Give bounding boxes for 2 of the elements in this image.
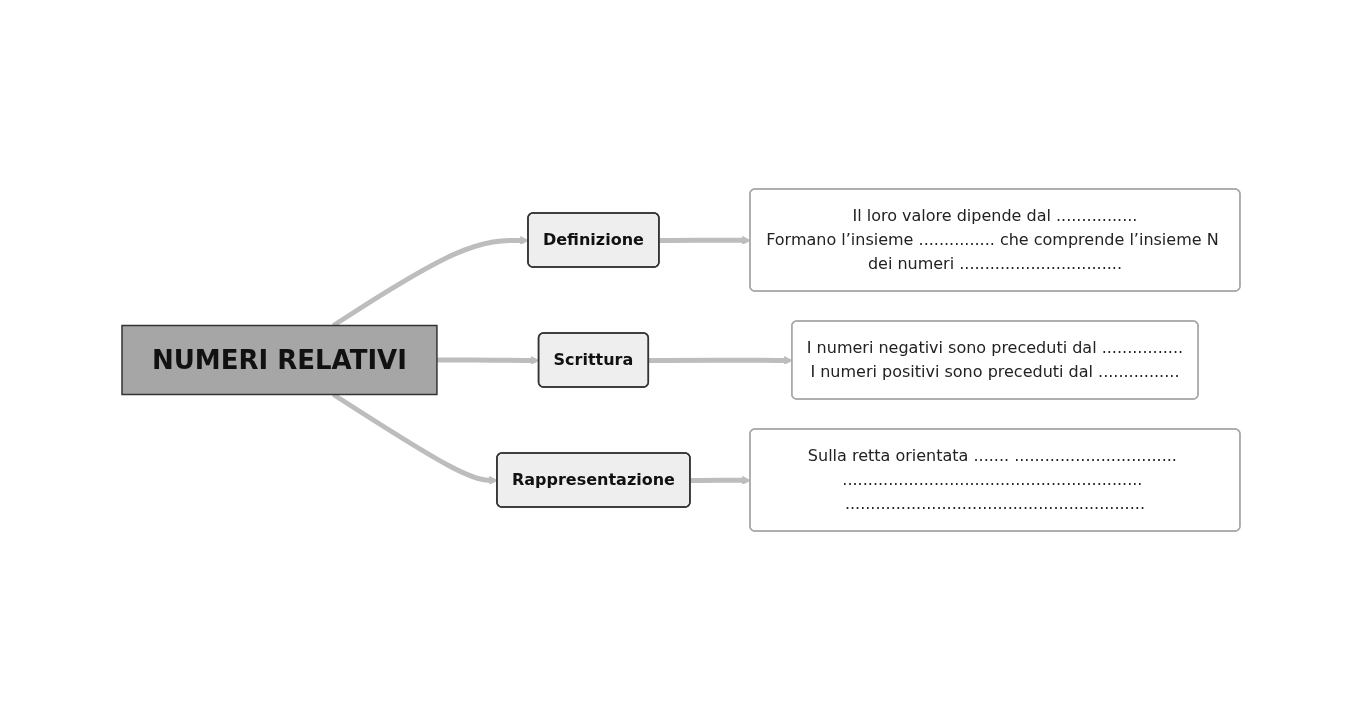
node-box: NUMERI RELATIVI [120, 324, 438, 396]
arrow [436, 356, 539, 365]
